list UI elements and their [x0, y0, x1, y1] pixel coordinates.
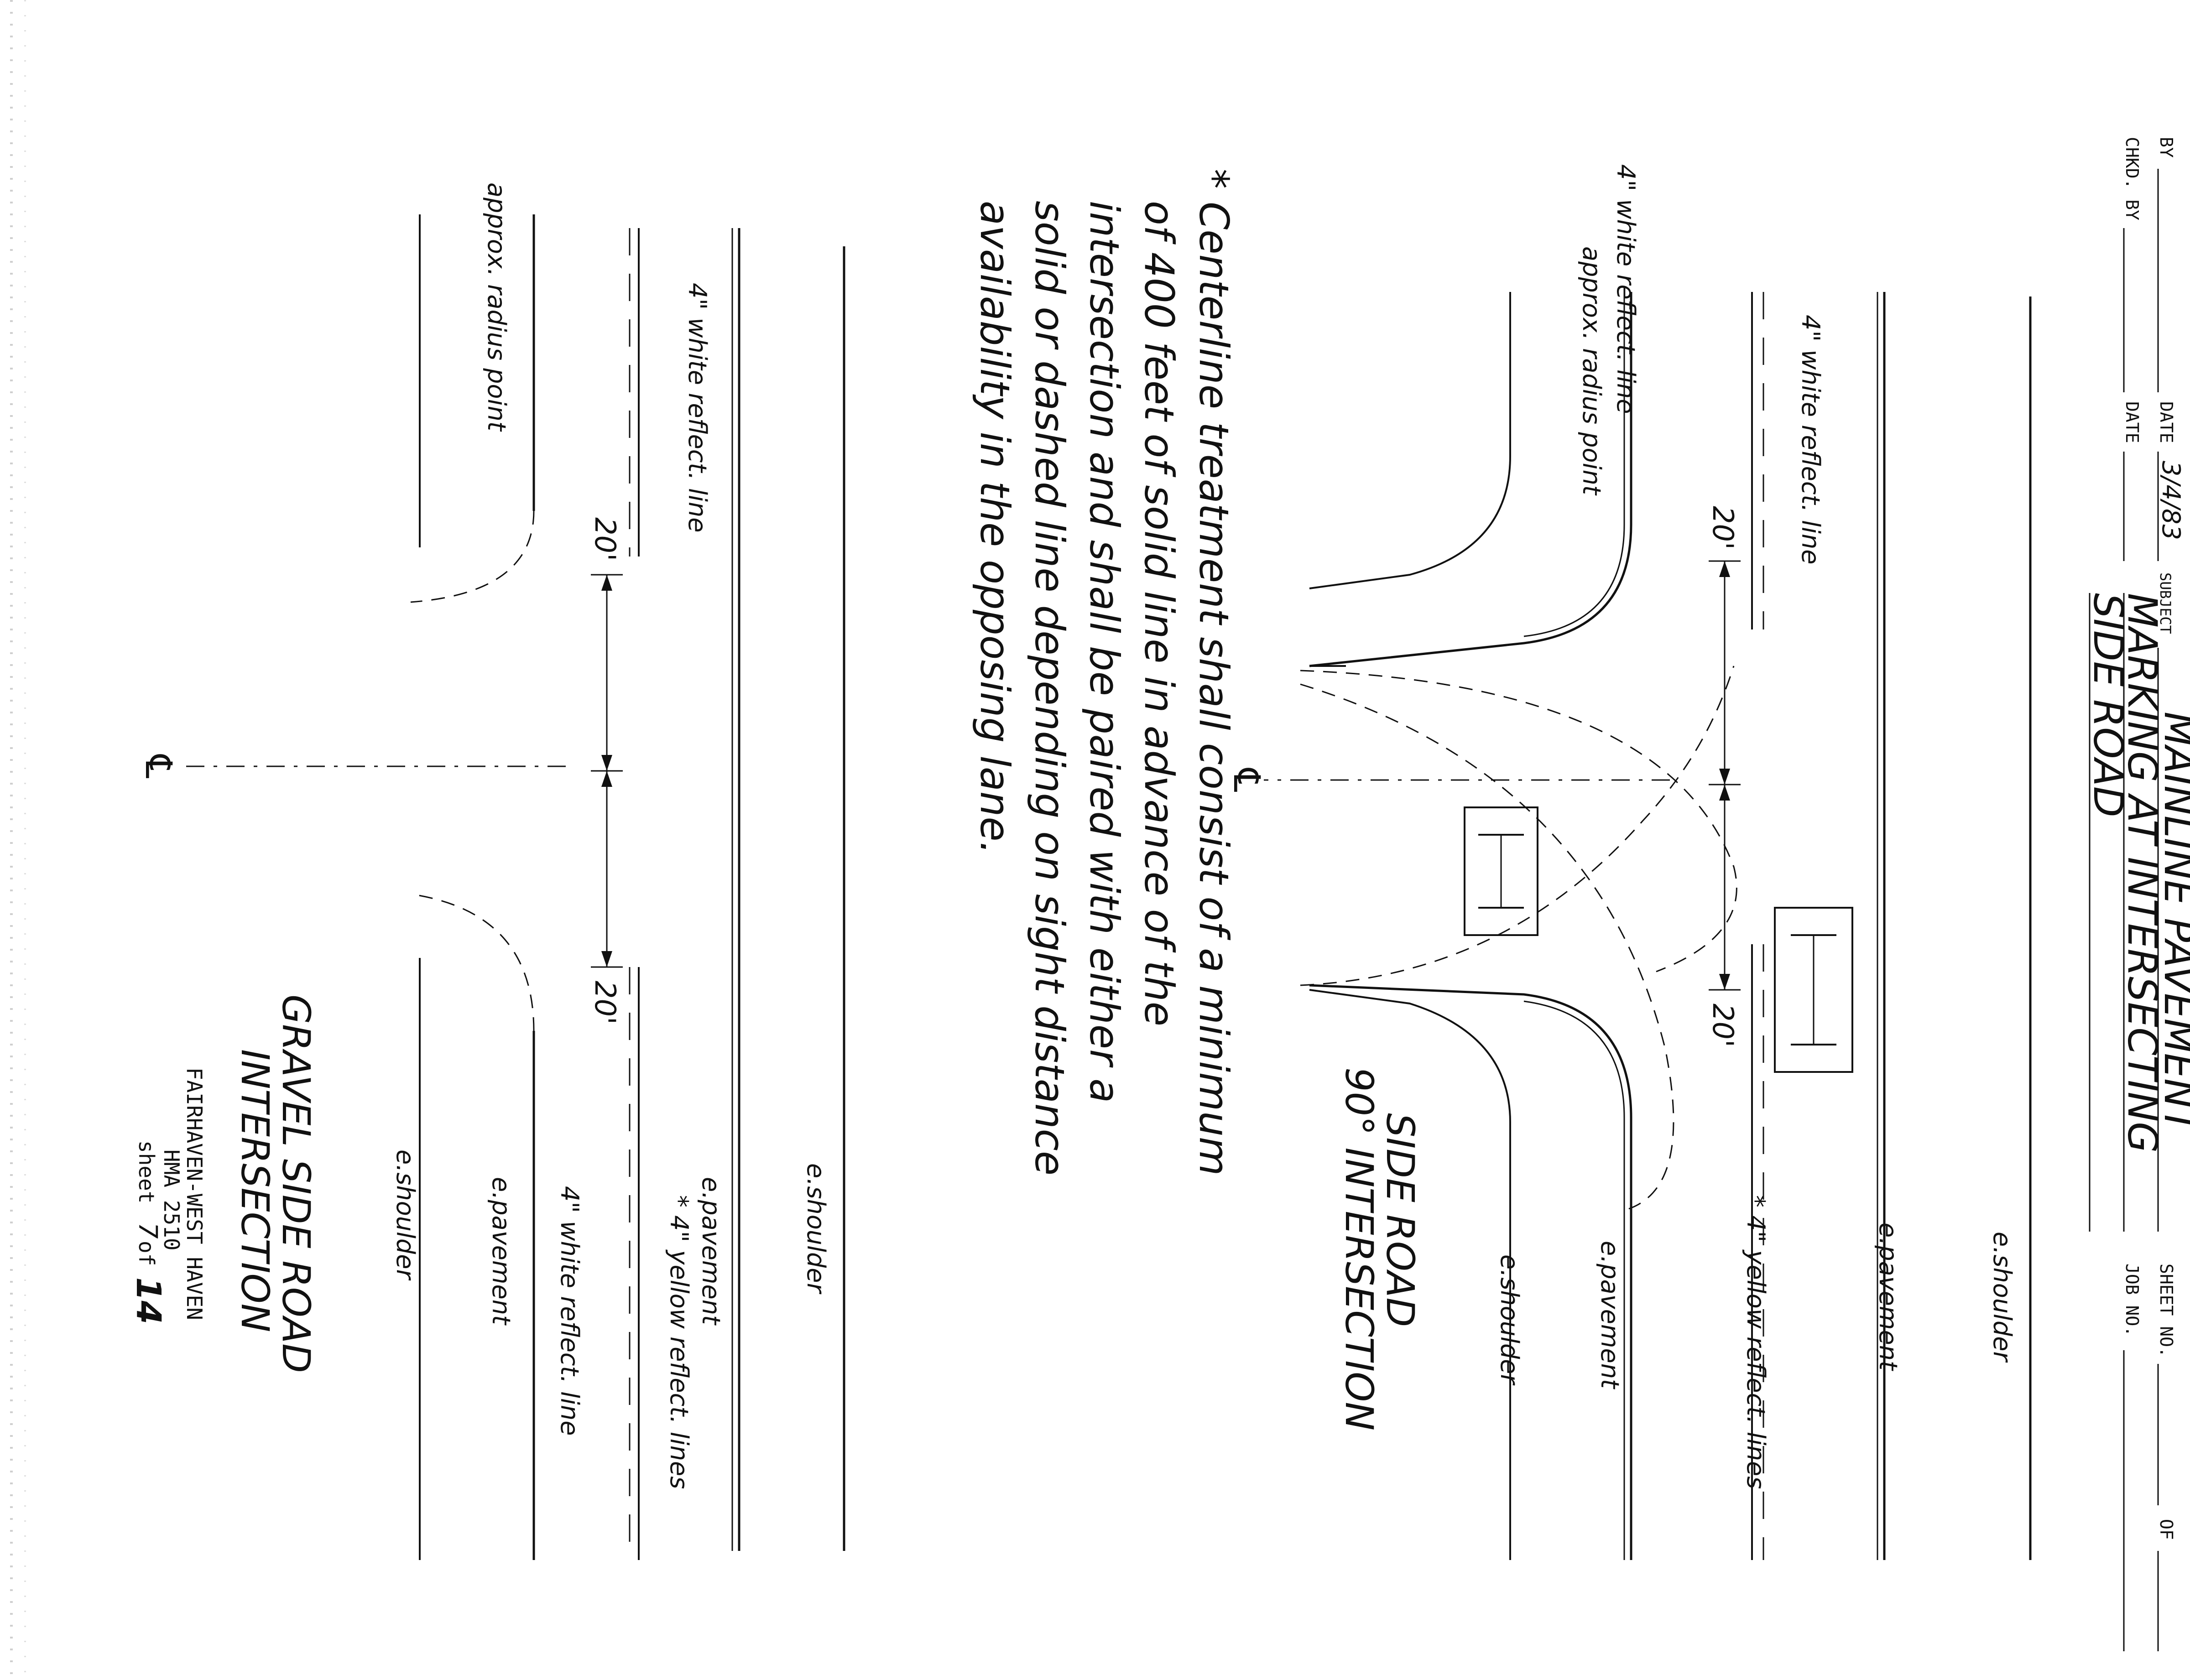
footer-sheet-prefix: sheet: [134, 1140, 159, 1203]
date-value: 3/4/83: [2157, 461, 2185, 540]
subject-line-3: SIDE ROAD: [2085, 593, 2132, 817]
bottom-section-title-2: INTERSECTION: [233, 1049, 277, 1332]
top-label-edge-shoulder-2: e.shoulder: [1495, 1254, 1524, 1386]
top-label-yellow-lines: * 4" yellow reflect. lines: [1742, 1195, 1770, 1489]
top-centerline-symbol: ℄: [1225, 764, 1268, 796]
top-label-radius-point: approx. radius point: [1577, 246, 1606, 496]
note-line-2: of 400 feet of solid line in advance of …: [1136, 201, 1183, 1026]
side-road-90-diagram: ℄ 20' 20': [1225, 164, 2032, 1560]
title-block: BY DATE 3/4/83 SUBJECT MAINLINE PAVEMENT…: [2085, 137, 2190, 1651]
bottom-centerline-symbol: ℄: [137, 750, 180, 783]
bottom-label-edge-shoulder: e.shoulder: [802, 1163, 830, 1295]
bottom-label-white-line-1: 4" white reflect. line: [683, 283, 712, 533]
top-vehicle-1: [1464, 806, 1538, 936]
by-label: BY: [2156, 137, 2176, 158]
top-section-title-1: SIDE ROAD: [1378, 1113, 1423, 1327]
date2-label: DATE: [2122, 401, 2142, 443]
note-line-4: solid or dashed line depending on sight …: [1026, 201, 1073, 1175]
gravel-side-road-diagram: ℄ 20' 20' 4" white reflect. line approx.…: [137, 182, 845, 1560]
footer-sheet-of: of: [134, 1241, 159, 1266]
bottom-dim-left: 20': [589, 517, 622, 561]
date-label: DATE: [2156, 401, 2176, 443]
footer-line-2: HMA 2510: [159, 1149, 184, 1251]
top-section-title-2: 90° INTERSECTION: [1337, 1067, 1382, 1430]
bottom-label-edge-shoulder-2: e.shoulder: [391, 1149, 420, 1281]
top-left-pavement-edge: [1309, 292, 1632, 667]
top-label-edge-pavement: e.pavement: [1874, 1222, 1903, 1371]
subject-line-2: MARKING AT INTERSECTING: [2119, 593, 2166, 1153]
bottom-label-white-line-2: 4" white reflect. line: [555, 1186, 584, 1436]
bottom-label-edge-pavement-2: e.pavement: [487, 1177, 516, 1326]
bottom-label-radius-point: approx. radius point: [482, 182, 511, 432]
bottom-dim-right: 20': [589, 981, 622, 1025]
of-label: OF: [2156, 1519, 2176, 1540]
footer-line-1: FAIRHAVEN-WEST HAVEN: [182, 1067, 207, 1320]
top-dim-right: 20': [1706, 1004, 1740, 1047]
footer-sheet-num: 7: [133, 1222, 162, 1239]
subject-label: SUBJECT: [2157, 572, 2174, 634]
job-no-label: JOB NO.: [2122, 1264, 2142, 1337]
top-right-pavement-edge: [1309, 984, 1632, 1560]
centerline-note: * Centerline treatment shall consist of …: [971, 169, 1237, 1176]
top-label-white-line-1: 4" white reflect. line: [1796, 315, 1825, 565]
chkd-by-label: CHKD. BY: [2122, 137, 2142, 220]
top-dim-left: 20': [1706, 506, 1740, 550]
bottom-section-title-1: GRAVEL SIDE ROAD: [274, 994, 318, 1373]
top-label-edge-shoulder: e.shoulder: [1988, 1232, 2017, 1363]
subject-line-1: MAINLINE PAVEMENT: [2155, 712, 2190, 1136]
footer-sheet-total: 14: [129, 1277, 168, 1324]
bottom-label-yellow-lines: * 4" yellow reflect. lines: [665, 1195, 694, 1489]
top-vehicle-2: [1774, 907, 1853, 1073]
top-left-shoulder-edge: [1309, 292, 1511, 589]
sheet-no-label: SHEET NO.: [2156, 1264, 2176, 1358]
note-line-5: availability in the opposing lane.: [971, 201, 1018, 854]
project-stamp: FAIRHAVEN-WEST HAVEN HMA 2510 sheet 7 of…: [129, 1067, 207, 1324]
top-label-edge-pavement-2: e.pavement: [1596, 1241, 1624, 1389]
top-label-white-line-2: 4" white reflect. line: [1611, 164, 1640, 414]
bottom-label-edge-pavement: e.pavement: [697, 1177, 725, 1326]
note-line-1: * Centerline treatment shall consist of …: [1190, 169, 1237, 1176]
note-line-3: intersection and shall be paired with ei…: [1081, 201, 1128, 1103]
